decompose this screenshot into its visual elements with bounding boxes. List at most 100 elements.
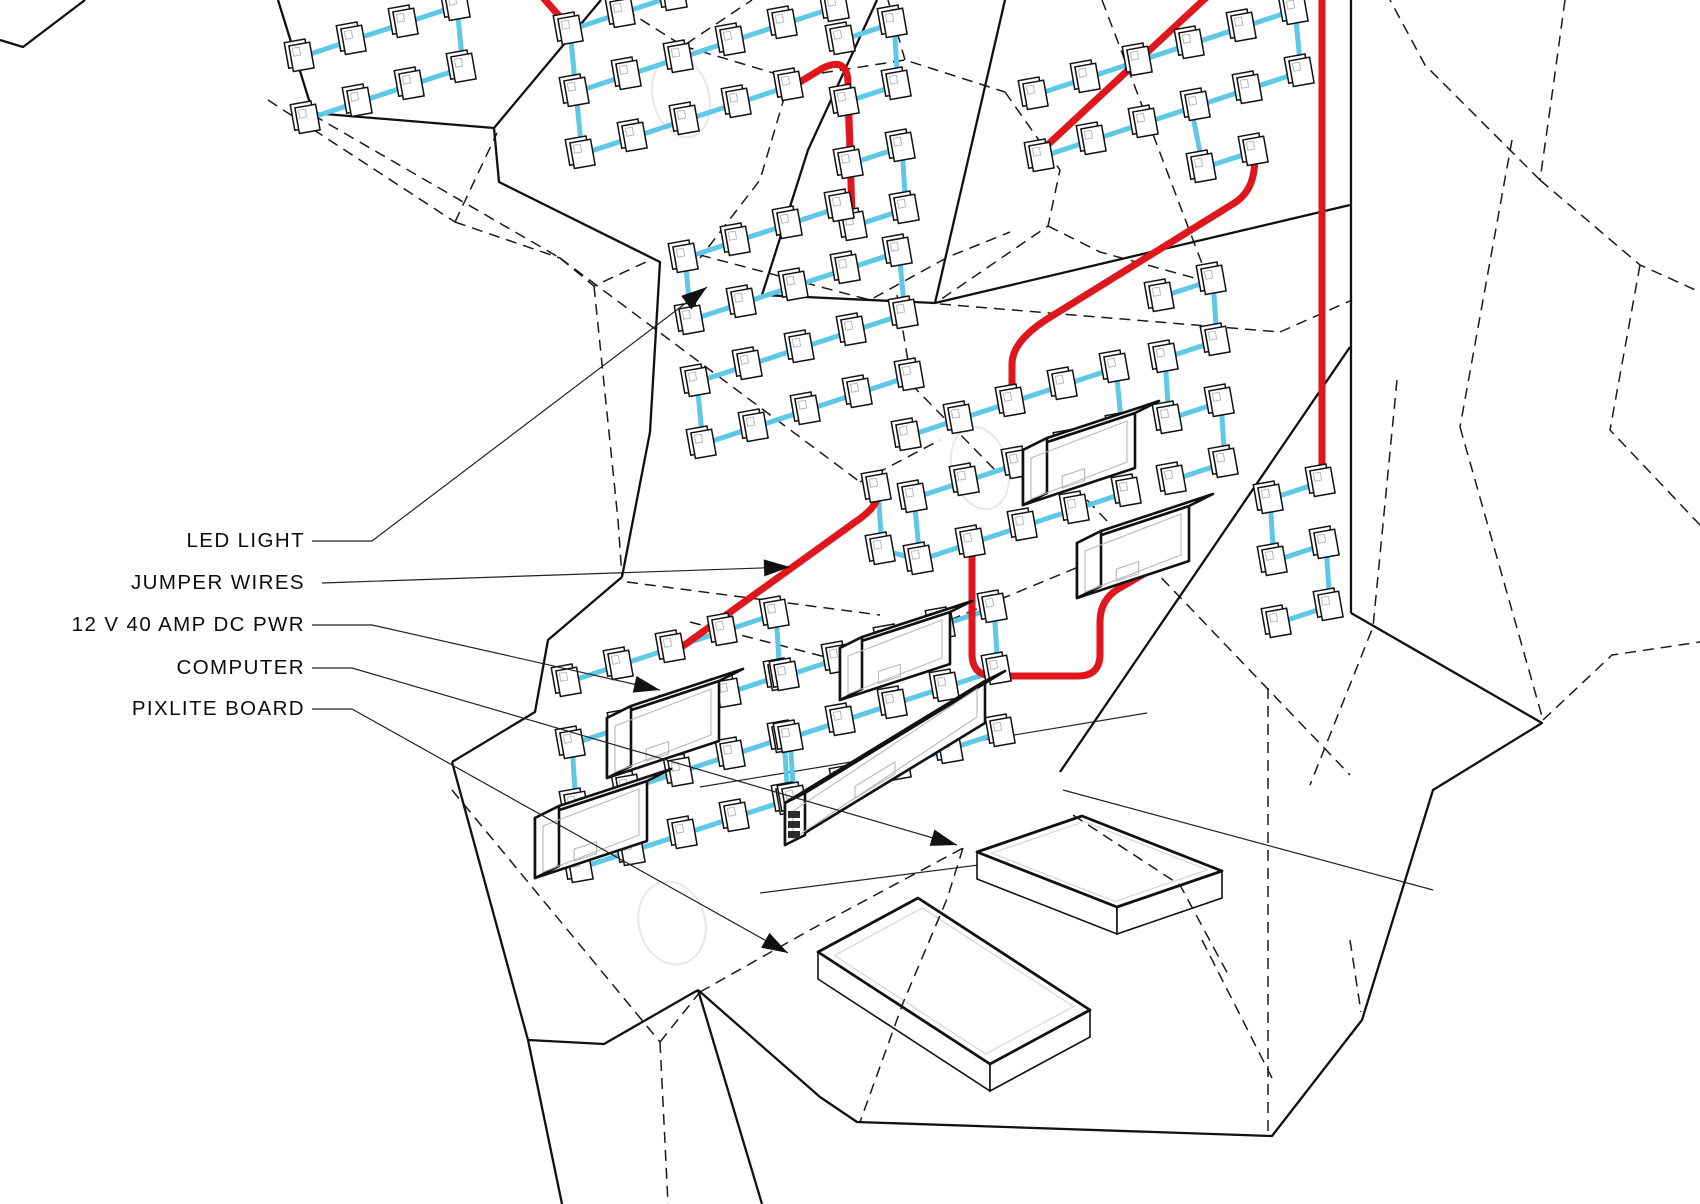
- led-front-face: [563, 76, 590, 108]
- led-front-face: [881, 688, 908, 720]
- led-front-face: [392, 7, 419, 39]
- led-inner-detail: [832, 29, 843, 40]
- led-module: [772, 67, 804, 102]
- voronoi-edge: [659, 991, 701, 1043]
- led-module: [1207, 444, 1239, 479]
- led-front-face: [881, 7, 908, 39]
- port-connector: [788, 831, 800, 838]
- led-front-face: [719, 25, 746, 57]
- voronoi-edge: [1459, 426, 1544, 721]
- led-inner-detail: [888, 74, 899, 85]
- led-front-face: [659, 632, 686, 664]
- led-inner-detail: [780, 75, 791, 86]
- led-module: [942, 400, 974, 435]
- led-inner-detail: [675, 247, 686, 258]
- led-module: [719, 222, 751, 257]
- led-front-face: [837, 148, 864, 180]
- led-front-face: [724, 225, 751, 257]
- led-module: [824, 21, 856, 56]
- led-front-face: [1160, 464, 1187, 496]
- led-module: [1312, 587, 1344, 622]
- box-inner-line: [614, 688, 712, 773]
- led-inner-detail: [1135, 112, 1146, 123]
- led-inner-detail: [910, 549, 921, 560]
- led-inner-detail: [1014, 515, 1025, 526]
- led-module: [1283, 53, 1315, 88]
- jumper-wire-row: [682, 204, 844, 261]
- led-inner-detail: [1151, 286, 1162, 297]
- led-front-face: [1265, 607, 1292, 639]
- voronoi-edge: [1072, 814, 1231, 979]
- led-front-face: [901, 482, 928, 514]
- led-module: [737, 408, 769, 443]
- box-vent-slot: [854, 760, 896, 800]
- led-front-face: [1230, 11, 1257, 43]
- panel-top-left: [298, 3, 466, 122]
- led-front-face: [723, 801, 750, 833]
- led-inner-detail: [1181, 33, 1192, 44]
- led-front-face: [1242, 135, 1269, 167]
- panel-edge: [492, 127, 662, 578]
- led-inner-detail: [562, 733, 573, 744]
- led-inner-detail: [849, 382, 860, 393]
- led-module: [656, 0, 688, 12]
- led-modules: [283, 0, 1344, 884]
- led-inner-detail: [1245, 140, 1256, 151]
- led-inner-detail: [1233, 16, 1244, 27]
- voronoi-edge: [659, 1041, 669, 1204]
- panel-edge: [934, 203, 1351, 305]
- led-front-face: [1257, 483, 1284, 515]
- led-inner-detail: [1268, 612, 1279, 623]
- led-module: [890, 417, 922, 452]
- led-front-face: [711, 615, 738, 647]
- voronoi-edge: [859, 439, 941, 483]
- led-front-face: [953, 465, 980, 497]
- led-inner-detail: [728, 92, 739, 103]
- led-front-face: [999, 386, 1026, 418]
- led-inner-detail: [892, 136, 903, 147]
- led-module: [1179, 87, 1211, 122]
- computer-trays: [816, 814, 1224, 1093]
- led-module: [758, 595, 790, 630]
- label-dc-power: 12 V 40 AMP DC PWR: [71, 613, 305, 636]
- led-module: [720, 84, 752, 119]
- led-inner-detail: [837, 258, 848, 269]
- led-inner-detail: [1320, 595, 1331, 606]
- led-inner-detail: [1207, 330, 1218, 341]
- led-inner-detail: [831, 196, 842, 207]
- led-front-face: [1236, 73, 1263, 105]
- led-front-face: [1074, 62, 1101, 94]
- led-front-face: [828, 191, 855, 223]
- equipment-boxes: [533, 399, 1215, 880]
- leader-arrowhead-icon: [929, 829, 957, 846]
- led-module: [876, 685, 908, 720]
- led-front-face: [834, 253, 861, 285]
- led-inner-detail: [687, 371, 698, 382]
- led-inner-detail: [832, 710, 843, 721]
- led-inner-detail: [447, 0, 458, 6]
- computer-tray-2: [816, 896, 1092, 1093]
- box-vent-slot: [1061, 467, 1086, 489]
- led-module: [1098, 349, 1130, 384]
- led-front-face: [776, 208, 803, 240]
- led-front-face: [788, 332, 815, 364]
- led-inner-detail: [676, 109, 687, 120]
- led-inner-detail: [1163, 469, 1174, 480]
- led-module: [731, 346, 763, 381]
- led-front-face: [1309, 466, 1336, 498]
- led-inner-detail: [572, 143, 583, 154]
- led-module: [714, 736, 746, 771]
- led-module: [1199, 322, 1231, 357]
- led-module: [893, 357, 925, 392]
- led-inner-detail: [612, 2, 623, 13]
- led-front-face: [661, 0, 688, 12]
- led-inner-detail: [872, 539, 883, 550]
- led-module: [1127, 104, 1159, 139]
- label-leaders: [312, 286, 958, 954]
- led-front-face: [1212, 447, 1239, 479]
- led-inner-detail: [1159, 408, 1170, 419]
- led-inner-detail: [1203, 269, 1214, 280]
- box-inner-line: [542, 788, 640, 873]
- voronoi-edge: [699, 77, 791, 259]
- led-module: [884, 128, 916, 163]
